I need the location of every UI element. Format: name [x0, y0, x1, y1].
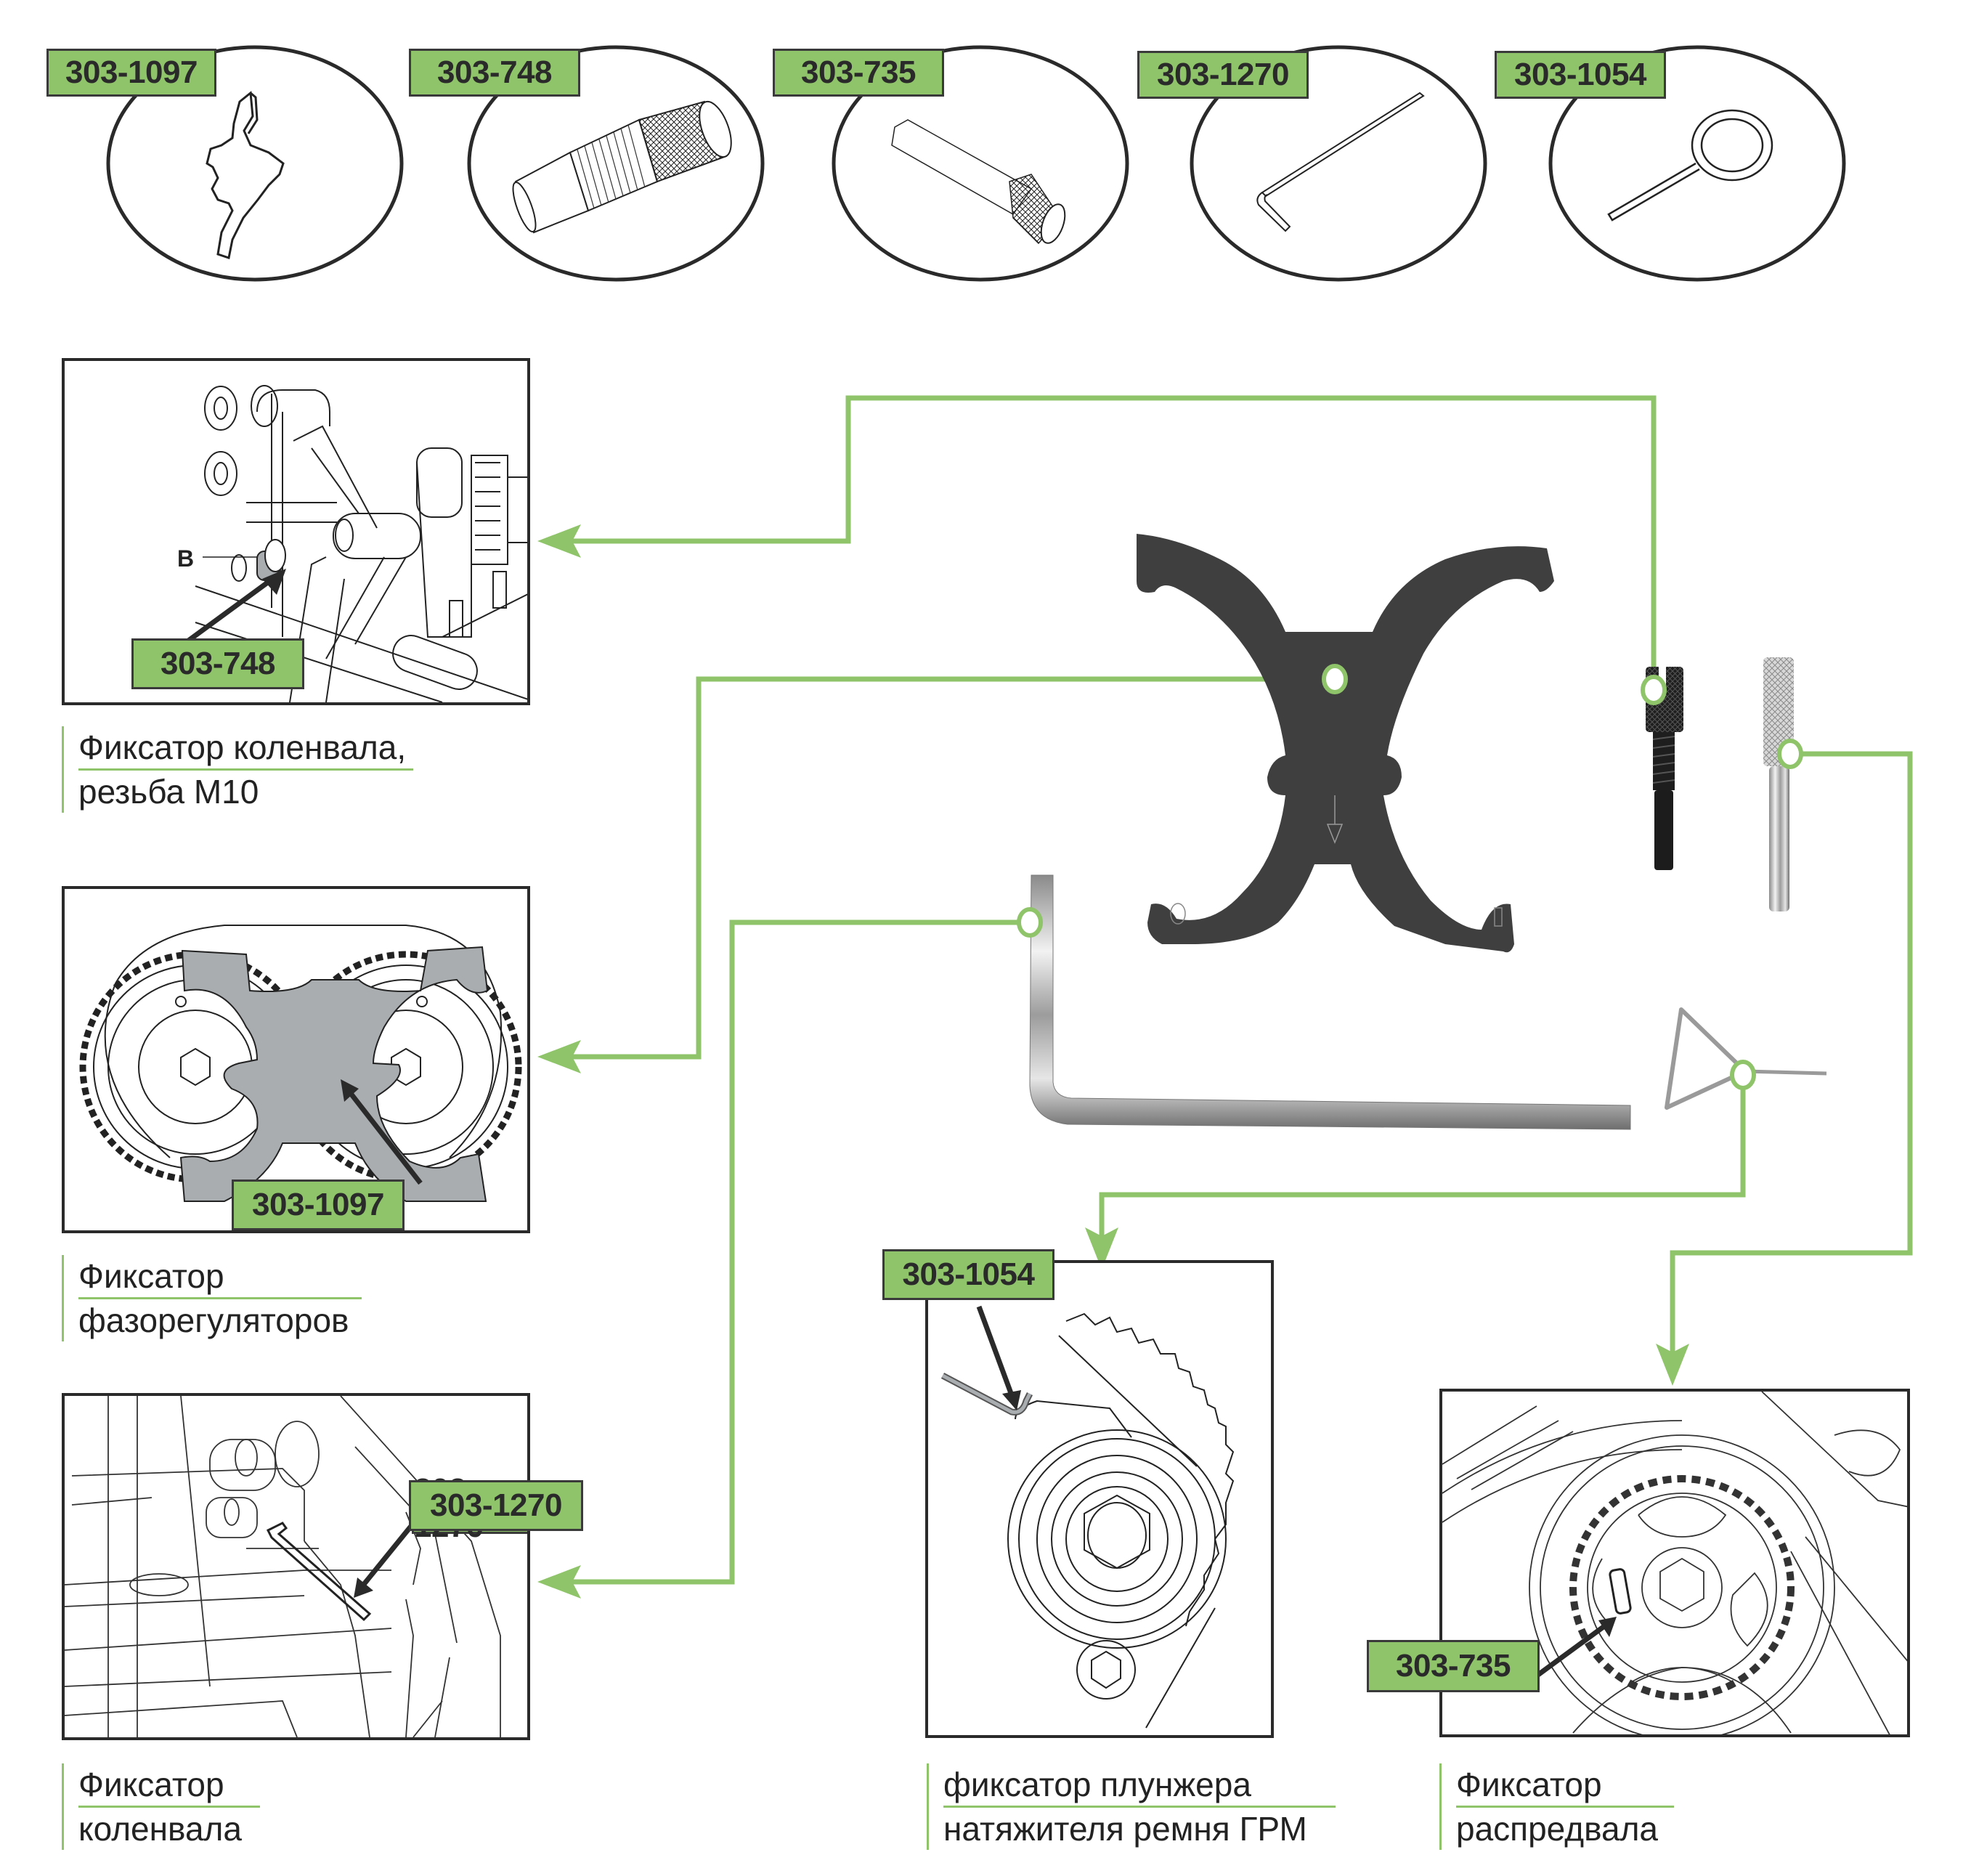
illustration-panel-phase-regulators: 303-1097: [62, 886, 530, 1233]
caption-line-2: фазорегуляторов: [78, 1302, 349, 1339]
photo-knurled-pin-303-735: [1763, 657, 1803, 911]
connector-303-1097: [559, 676, 1335, 1060]
caption-phase-regulators: Фиксатор фазорегуляторов: [62, 1255, 362, 1341]
caption-line-2: резьба М10: [78, 773, 259, 811]
connector-303-735: [1670, 751, 1913, 1362]
illustration-panel-crankshaft: 303-1270: [62, 1393, 530, 1740]
arrow-down-icon: [1085, 1227, 1118, 1270]
pointer-arrow: [342, 1083, 423, 1185]
caption-crankshaft-m10: Фиксатор коленвала, резьба М10: [62, 726, 414, 813]
connector-node: [1777, 739, 1803, 769]
caption-line-1: Фиксатор: [78, 1763, 260, 1808]
pointer-arrow: [976, 1305, 1017, 1402]
connector-303-748: [559, 395, 1657, 690]
connector-node: [1322, 664, 1348, 694]
tool-tag-303-1270: 303-1270: [1137, 51, 1309, 99]
caption-line-1: фиксатор плунжера: [943, 1763, 1336, 1808]
rect-mark-icon: [1494, 907, 1503, 927]
engine-drawing-block: [65, 1396, 501, 1737]
photo-ring-pin-303-1054: [1665, 1007, 1827, 1110]
pointer-arrow: [1531, 1620, 1612, 1681]
connector-303-1270: [559, 919, 1030, 1585]
caption-line-1: Фиксатор коленвала,: [78, 726, 414, 771]
tool-tag-303-748: 303-748: [409, 49, 580, 97]
knurled-pin-icon: [891, 119, 1066, 245]
illustration-panel-crankshaft-m10: B 303-748: [62, 358, 530, 705]
arrow-head-icon: [1598, 1617, 1617, 1637]
l-shaped-rod-icon: [1256, 92, 1425, 232]
connector-arrowheads: [537, 524, 1689, 1599]
photo-threaded-pin-303-748: [1641, 667, 1683, 870]
caption-tensioner-plunger: фиксатор плунжера натяжителя ремня ГРМ: [927, 1763, 1336, 1850]
panel-tag-303-1097: 303-1097: [232, 1179, 405, 1230]
arrow-down-icon: [1326, 795, 1344, 845]
threaded-knurled-pin-icon: [512, 100, 732, 234]
tool-ellipse-303-748: [467, 45, 765, 282]
connector-node: [1730, 1060, 1756, 1090]
tool-tag-303-1054: 303-1054: [1495, 51, 1666, 99]
connector-303-1054: [1099, 1075, 1746, 1246]
panel-tag-303-748: 303-748: [131, 638, 304, 689]
connector-node: [1641, 675, 1667, 705]
arrow-head-icon: [341, 1079, 359, 1102]
arrow-left-icon: [537, 524, 581, 558]
arrow-head-icon: [354, 1577, 373, 1598]
x-shaped-holding-plate-icon: [206, 91, 285, 259]
photo-holding-plate-303-1097: [1137, 534, 1554, 953]
caption-line-2: коленвала: [78, 1810, 242, 1848]
panel-tag-303-735: 303-735: [1367, 1640, 1540, 1692]
ring-pin-icon: [1607, 109, 1773, 222]
caption-line-2: распредвала: [1456, 1810, 1658, 1848]
engine-drawing-crankshaft: [171, 385, 527, 702]
tool-ellipse-303-735: [832, 45, 1129, 282]
engine-drawing-tensioner: [940, 1305, 1235, 1729]
tool-ellipse-303-1270: [1190, 45, 1487, 282]
caption-line-1: Фиксатор: [1456, 1763, 1674, 1808]
engine-drawing-cam-gear: [1442, 1392, 1907, 1734]
tool-tag-303-735: 303-735: [773, 49, 944, 97]
circle-mark-icon: [1170, 903, 1186, 925]
pointer-arrow: [357, 1523, 414, 1593]
panel-tag-303-1054: 303-1054: [882, 1249, 1054, 1300]
callout-letter: B: [177, 545, 195, 572]
tool-ellipse-303-1097: [106, 45, 404, 282]
caption-crankshaft: Фиксатор коленвала: [62, 1763, 260, 1850]
arrow-left-icon: [537, 1565, 581, 1599]
arrow-left-icon: [537, 1040, 581, 1073]
pointer-arrow: [171, 569, 285, 654]
caption-camshaft: Фиксатор распредвала: [1439, 1763, 1674, 1850]
connector-lines: [559, 395, 1913, 1585]
panel-tag-303-1270-overlay: 303-1270: [409, 1480, 583, 1531]
arrow-head-icon: [262, 569, 286, 595]
caption-line-2: натяжителя ремня ГРМ: [943, 1810, 1307, 1848]
connector-node: [1017, 907, 1043, 938]
engine-drawing-cam-gears: [79, 925, 522, 1202]
arrow-down-icon: [1656, 1344, 1689, 1386]
tool-tag-303-1097: 303-1097: [46, 49, 216, 97]
arrow-head-icon: [1002, 1390, 1021, 1410]
photo-l-rod-303-1270: [1017, 874, 1631, 1130]
illustration-panel-tensioner-plunger: [925, 1260, 1274, 1738]
tool-ellipse-303-1054: [1548, 45, 1846, 282]
caption-line-1: Фиксатор: [78, 1255, 362, 1299]
